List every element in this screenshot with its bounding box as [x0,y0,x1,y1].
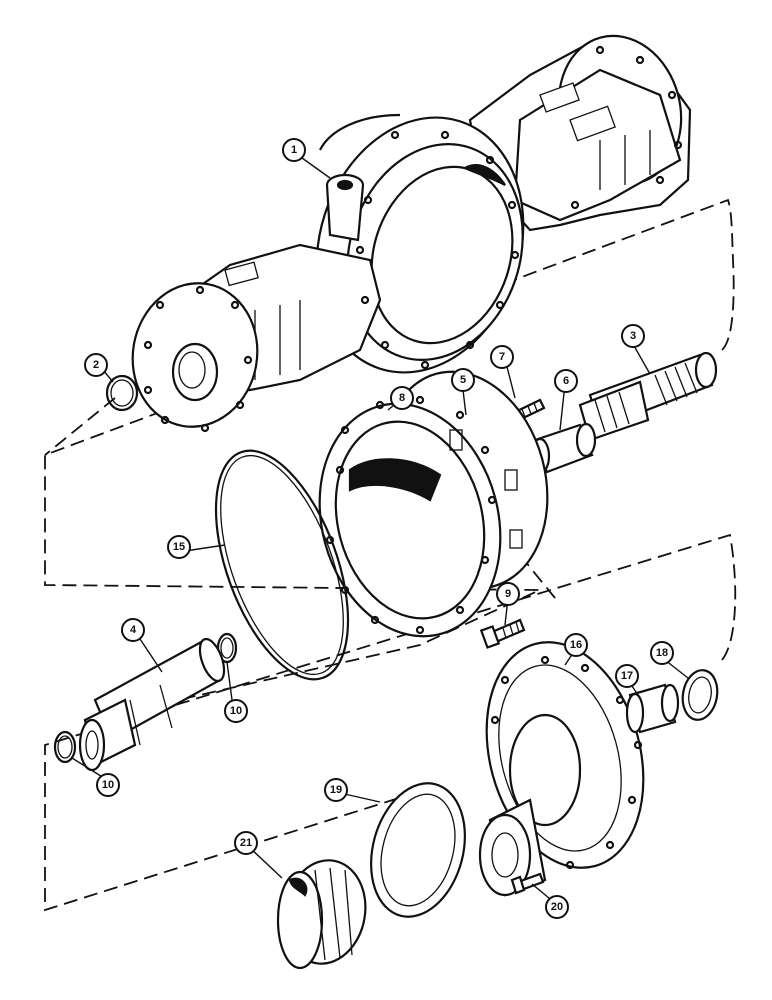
planetary-carrier-housing-part [318,370,549,638]
callout-6: 6 [554,369,578,393]
callout-7-label: 7 [499,351,505,363]
callouts: 1 2 3 4 5 6 7 8 9 10 10 15 16 17 18 19 2… [84,138,674,919]
axle-shaft-part [78,637,226,772]
callout-16: 16 [564,633,588,657]
callout-16-label: 16 [570,639,582,651]
axle-housing-part [131,34,692,433]
o-ring-part [105,374,139,412]
callout-10-a: 10 [224,699,248,723]
callout-6-label: 6 [563,375,569,387]
hub-bushing-part [625,683,680,734]
snap-ring-part-2 [53,730,77,764]
callout-4-label: 4 [130,624,137,636]
callout-2: 2 [84,353,108,377]
callout-10-b: 10 [96,773,120,797]
callout-9: 9 [496,582,520,606]
callout-4: 4 [121,618,145,642]
callout-8-label: 8 [399,392,405,404]
callout-5-label: 5 [460,374,466,386]
callout-1: 1 [282,138,306,162]
callout-10-b-label: 10 [102,779,114,791]
bearing-cup-part [370,782,466,918]
callout-9-label: 9 [505,588,511,600]
large-o-ring-part [214,449,350,681]
callout-19-label: 19 [330,784,342,796]
callout-1-label: 1 [291,144,297,156]
small-bolt-part [510,872,545,895]
callout-21: 21 [234,831,258,855]
callout-8: 8 [390,386,414,410]
callout-18-label: 18 [656,647,668,659]
seal-part [681,669,719,721]
splined-shaft-part [578,351,718,442]
callout-20-label: 20 [551,901,563,913]
callout-21-label: 21 [240,837,252,849]
callout-5: 5 [451,368,475,392]
bolt-part [479,618,526,649]
callout-19: 19 [324,778,348,802]
wheel-hub-part [478,641,645,897]
callout-3: 3 [621,324,645,348]
callout-7: 7 [490,345,514,369]
callout-15-label: 15 [173,541,185,553]
callout-20: 20 [545,895,569,919]
callout-3-label: 3 [630,330,636,342]
callout-2-label: 2 [93,359,99,371]
callout-10-a-label: 10 [230,705,242,717]
bearing-cone-part [276,859,367,970]
callout-15: 15 [167,535,191,559]
callout-17-label: 17 [621,670,633,682]
callout-18: 18 [650,641,674,665]
callout-17: 17 [615,664,639,688]
